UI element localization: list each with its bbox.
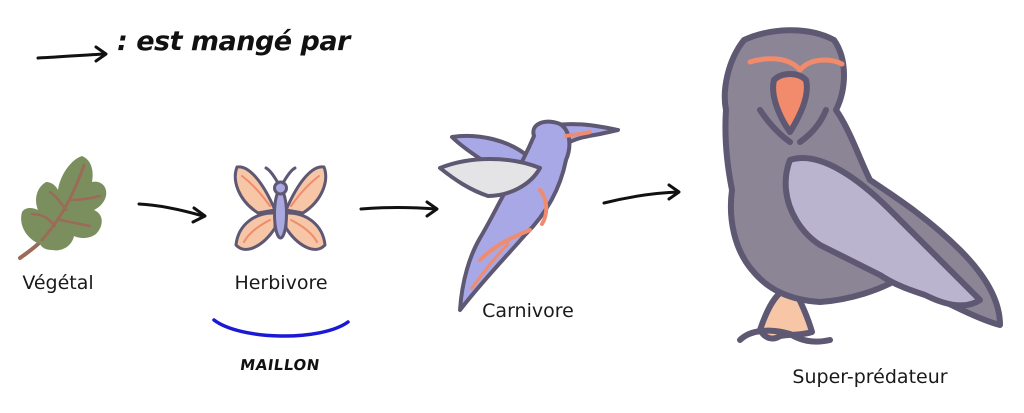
legend-text: : est mangé par — [117, 26, 350, 57]
arrow-herbivore-carnivore — [359, 200, 439, 218]
legend-arrow — [36, 45, 108, 63]
node-label-herbivore: Herbivore — [234, 272, 328, 294]
butterfly-icon — [233, 165, 328, 251]
leaf-icon — [18, 156, 107, 260]
hummingbird-icon — [438, 119, 620, 312]
arrow-carnivore-superpredateur — [602, 183, 681, 205]
eagle-icon — [721, 27, 1003, 345]
node-label-carnivore: Carnivore — [482, 300, 574, 322]
node-label-vegetal: Végétal — [22, 272, 94, 294]
maillon-arc — [212, 318, 350, 338]
arrow-vegetal-herbivore — [137, 202, 207, 224]
maillon-label: MAILLON — [238, 356, 322, 374]
node-label-super-predateur: Super-prédateur — [792, 366, 948, 388]
